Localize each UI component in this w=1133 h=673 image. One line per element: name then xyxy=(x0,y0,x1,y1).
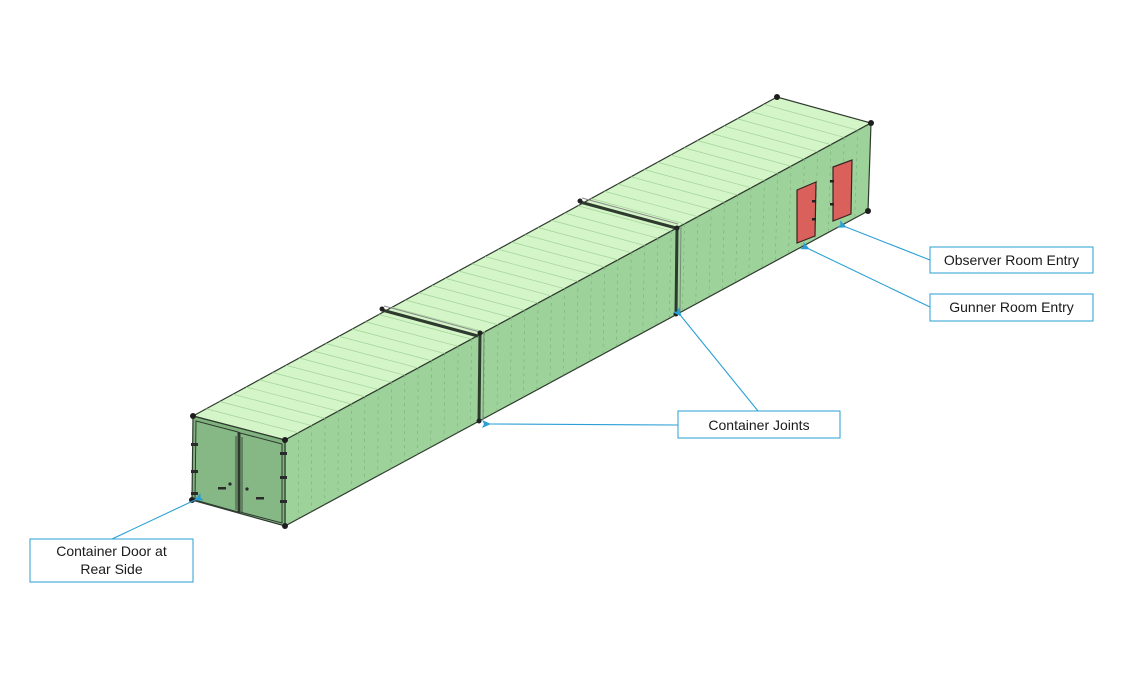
top-rib xyxy=(246,386,339,412)
side-rib xyxy=(417,367,419,455)
side-rib xyxy=(788,166,792,254)
container-body xyxy=(189,94,874,529)
side-rib xyxy=(430,360,432,448)
top-rib xyxy=(723,125,818,153)
top-rib xyxy=(697,140,792,167)
top-rib xyxy=(591,198,685,225)
top-rib xyxy=(352,328,445,354)
top-rib xyxy=(219,401,312,426)
top-rib xyxy=(524,234,619,261)
top-rib xyxy=(471,263,565,290)
side-rib xyxy=(403,375,406,462)
corner-fittings xyxy=(189,94,874,529)
side-rib xyxy=(523,310,526,398)
top-rib xyxy=(418,292,512,318)
top-rib xyxy=(299,357,392,383)
observer-room-entry-label: Observer Room Entry xyxy=(944,252,1079,268)
top-rib xyxy=(338,335,432,362)
callout-container-joints: Container Joints xyxy=(481,307,841,439)
side-face-ribs xyxy=(297,130,858,519)
side-rib xyxy=(562,288,565,376)
side-rib xyxy=(549,295,552,383)
top-rib xyxy=(285,364,379,390)
side-rib xyxy=(496,324,499,412)
side-rib xyxy=(721,202,725,290)
side-rib xyxy=(774,173,779,262)
side-rib xyxy=(735,195,739,283)
gunner-room-entry-label: Gunner Room Entry xyxy=(949,299,1074,315)
side-rib xyxy=(602,267,605,355)
top-rib xyxy=(604,190,698,217)
side-rib xyxy=(443,353,446,441)
side-rib xyxy=(814,151,819,240)
callout-container-door: Container Door at Rear Side xyxy=(29,492,204,583)
top-rib xyxy=(577,205,672,232)
container-door-label-line1: Container Door at xyxy=(56,543,167,559)
top-face-ribs xyxy=(206,103,858,434)
container-joints-label: Container Joints xyxy=(708,417,809,433)
side-rib xyxy=(483,331,486,419)
top-rib xyxy=(551,219,645,246)
top-rib xyxy=(564,212,659,239)
top-rib xyxy=(670,154,765,181)
side-rib xyxy=(589,274,592,362)
top-rib xyxy=(644,169,738,196)
side-rib xyxy=(854,130,858,219)
top-rib xyxy=(272,372,365,398)
top-rib xyxy=(657,161,752,189)
observer-room-door xyxy=(830,159,853,222)
top-rib xyxy=(378,314,472,340)
side-rib xyxy=(695,216,699,305)
side-rib xyxy=(629,252,632,340)
top-rib xyxy=(232,393,326,419)
container-joint-1 xyxy=(379,305,485,424)
side-rib xyxy=(761,180,765,269)
top-rib xyxy=(511,241,605,268)
side-rib xyxy=(827,144,832,233)
container-door-label-line2: Rear Side xyxy=(80,561,142,577)
top-rib xyxy=(206,408,299,434)
side-rib xyxy=(668,231,672,319)
top-rib xyxy=(259,379,352,405)
side-rib xyxy=(390,382,392,469)
top-rib xyxy=(458,270,552,297)
top-rib xyxy=(484,256,579,282)
side-rib xyxy=(708,209,712,297)
top-rib xyxy=(750,111,845,138)
callout-gunner-room-entry: Gunner Room Entry xyxy=(800,241,1094,322)
top-rib xyxy=(630,176,725,203)
side-rib xyxy=(509,317,512,405)
gunner-room-door xyxy=(796,181,817,244)
top-rib xyxy=(710,132,805,160)
top-rib xyxy=(617,183,712,210)
side-rib xyxy=(682,223,685,312)
container-joint-2 xyxy=(577,197,682,317)
side-rib xyxy=(456,346,459,433)
callout-observer-room-entry: Observer Room Entry xyxy=(837,220,1094,274)
top-rib xyxy=(312,350,405,376)
side-rib xyxy=(536,303,539,390)
side-rib xyxy=(655,238,659,326)
side-rib xyxy=(470,339,472,426)
top-rib xyxy=(498,248,592,275)
top-rib xyxy=(683,147,778,174)
top-rib xyxy=(405,299,499,326)
top-rib xyxy=(763,103,858,131)
side-rib xyxy=(748,187,752,276)
top-rib xyxy=(537,227,632,254)
top-rib xyxy=(737,118,832,145)
top-rib xyxy=(431,285,525,311)
side-rib xyxy=(576,281,579,369)
top-rib xyxy=(445,277,539,304)
top-rib xyxy=(325,343,419,369)
top-rib xyxy=(365,321,459,347)
rear-container-door xyxy=(191,420,287,524)
top-rib xyxy=(392,306,485,333)
side-rib xyxy=(615,259,619,348)
side-rib xyxy=(642,245,645,333)
